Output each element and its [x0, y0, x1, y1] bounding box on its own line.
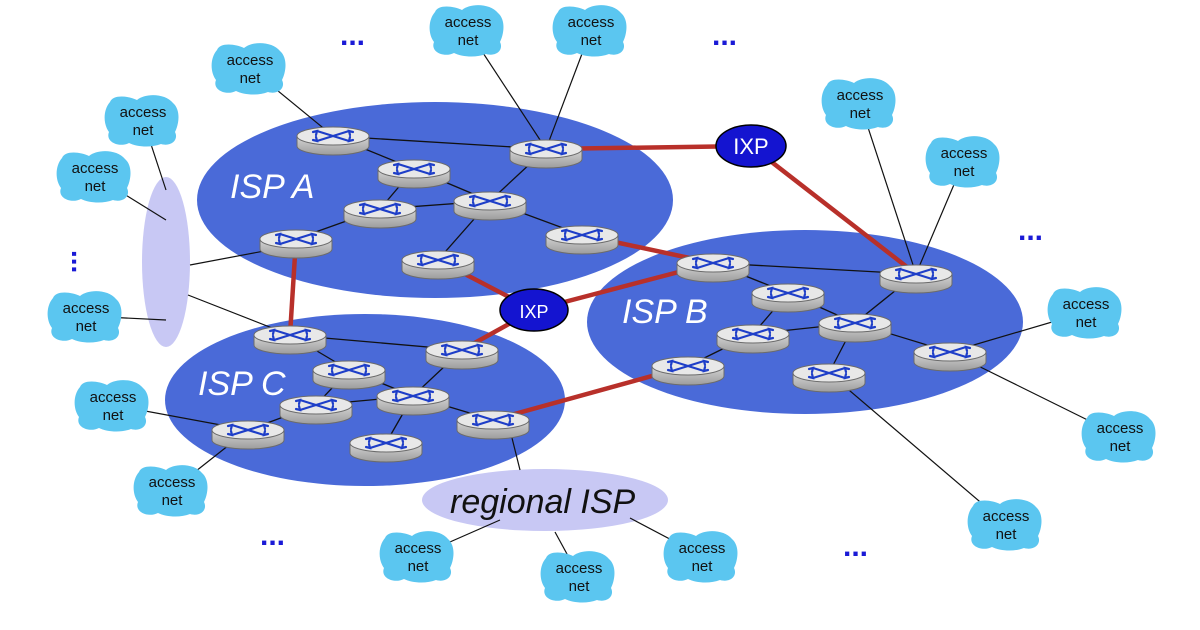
ixp-nodes: IXP IXP: [499, 124, 787, 332]
router-icon: [211, 420, 285, 450]
router-icon: [376, 386, 450, 416]
access-net-label-line1: access: [983, 508, 1030, 525]
router-icon: [312, 360, 386, 390]
access-net-label-line1: access: [149, 474, 196, 491]
router-icon: [879, 264, 953, 294]
router-icon: [509, 139, 583, 169]
router-icon: [259, 229, 333, 259]
access-net-label-line2: net: [996, 526, 1018, 543]
access-net-label-line1: access: [568, 14, 615, 31]
ellipsis-right: ...: [1018, 214, 1043, 247]
access-net-label-line2: net: [581, 32, 603, 49]
ellipsis-bottom-right: ...: [843, 530, 868, 563]
router-icon: [343, 199, 417, 229]
ellipsis-left-vertical: ...: [66, 250, 97, 273]
router-icon: [349, 433, 423, 463]
access-net-label-line1: access: [679, 540, 726, 557]
access-net-label-line1: access: [837, 87, 884, 104]
access-net-label-line1: access: [395, 540, 442, 557]
router-icon: [401, 250, 475, 280]
ixp-middle: IXP: [499, 288, 569, 332]
access-net-label-line2: net: [162, 492, 184, 509]
access-net-label-line2: net: [954, 163, 976, 180]
access-networks: accessnetaccessnetaccessnetaccessnetacce…: [47, 5, 1156, 603]
ixp-label: IXP: [733, 134, 768, 159]
access-net-label-line2: net: [569, 578, 591, 595]
access-net-label-line2: net: [692, 558, 714, 575]
access-net-label-line2: net: [133, 122, 155, 139]
ixp-label: IXP: [519, 302, 548, 322]
isp-c-label: ISP C: [198, 365, 286, 403]
router-icon: [377, 159, 451, 189]
ellipsis-markers: ... ... ... ... ... ...: [66, 19, 1043, 563]
router-icon: [651, 356, 725, 386]
ellipsis-top-left: ...: [340, 19, 365, 52]
router-icon: [676, 253, 750, 283]
access-net-label-line1: access: [1063, 296, 1110, 313]
router-icon: [751, 283, 825, 313]
access-net-label-line2: net: [1110, 438, 1132, 455]
router-icon: [425, 340, 499, 370]
access-net-label-line1: access: [90, 389, 137, 406]
left-aggregation-oval: [142, 177, 190, 347]
access-net-label-line1: access: [941, 145, 988, 162]
router-icon: [279, 395, 353, 425]
access-net-label-line2: net: [850, 105, 872, 122]
access-net-label-line1: access: [227, 52, 274, 69]
regional-isp-region: [422, 469, 668, 531]
access-net-label-line2: net: [85, 178, 107, 195]
router-icon: [792, 363, 866, 393]
router-icon: [296, 126, 370, 156]
access-net-label-line2: net: [240, 70, 262, 87]
access-link: [828, 372, 1007, 525]
ixp-top: IXP: [715, 124, 787, 168]
router-icon: [716, 324, 790, 354]
access-net-label-line1: access: [1097, 420, 1144, 437]
access-net-label-line1: access: [445, 14, 492, 31]
ellipsis-top-right: ...: [712, 19, 737, 52]
access-link: [859, 102, 917, 275]
isp-b-label: ISP B: [622, 293, 708, 331]
router-icon: [818, 313, 892, 343]
access-net-label-line2: net: [408, 558, 430, 575]
access-net-label-line2: net: [103, 407, 125, 424]
access-net-label-line2: net: [1076, 314, 1098, 331]
router-icon: [913, 342, 987, 372]
access-net-label-line1: access: [63, 300, 110, 317]
router-icon: [453, 191, 527, 221]
isp-a-label: ISP A: [230, 168, 314, 206]
access-net-label-line2: net: [76, 318, 98, 335]
isp-regions: [142, 102, 1023, 531]
router-icon: [253, 325, 327, 355]
access-net-label-line2: net: [458, 32, 480, 49]
router-icon: [456, 410, 530, 440]
access-net-label-line1: access: [120, 104, 167, 121]
regional-isp-label: regional ISP: [450, 483, 636, 521]
peering-link: [749, 144, 918, 276]
access-net-label-line1: access: [556, 560, 603, 577]
routers: [211, 126, 987, 463]
access-net-label-line1: access: [72, 160, 119, 177]
ellipsis-bottom-left: ...: [260, 519, 285, 552]
router-icon: [545, 225, 619, 255]
